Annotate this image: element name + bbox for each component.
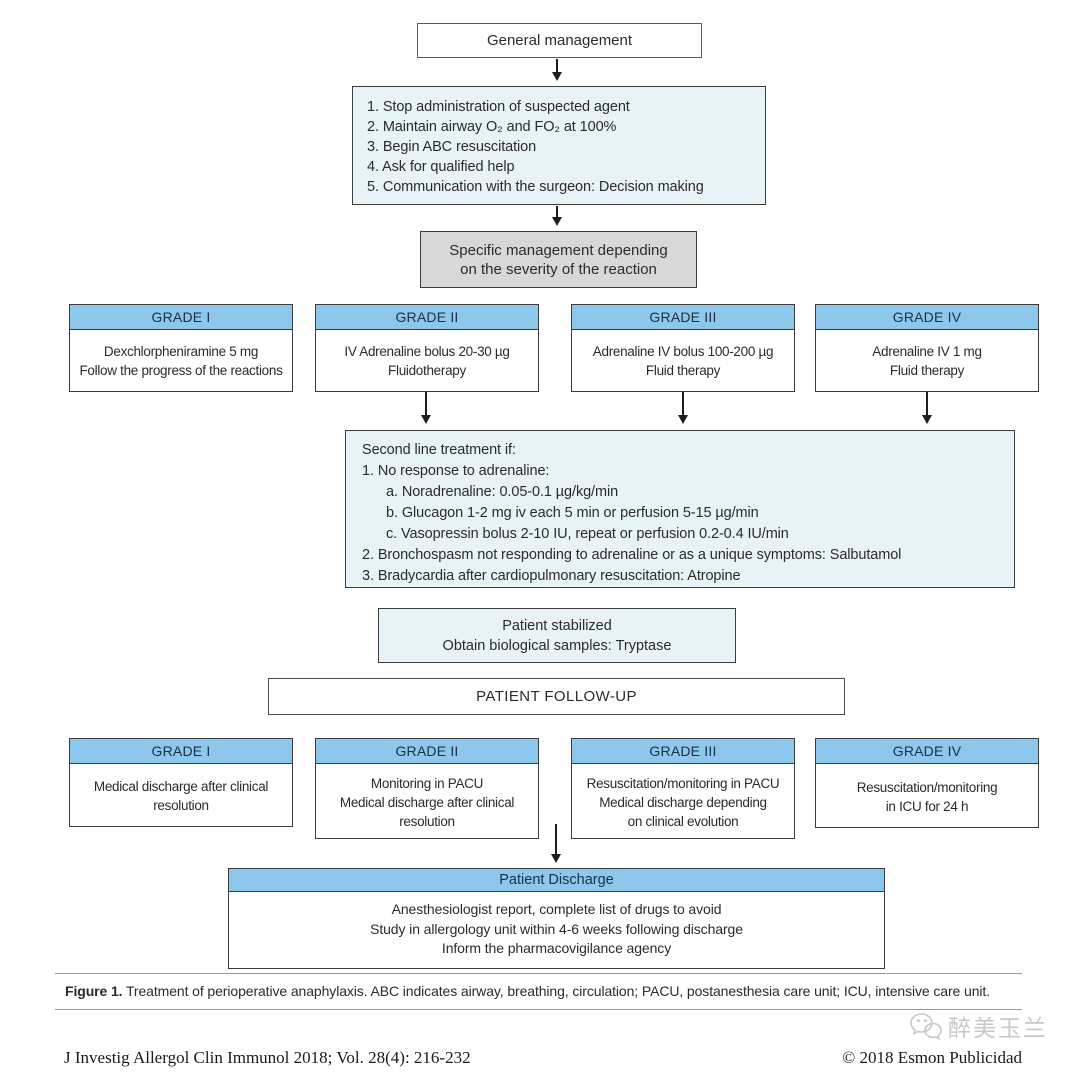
second-line-treatment-box: Second line treatment if: 1. No response… [345,430,1015,588]
grade-1-header: GRADE I [70,739,292,764]
grade-4-body: Adrenaline IV 1 mg Fluid therapy [872,343,982,378]
arrow-down-2 [556,206,558,222]
arrow-down-grade3 [682,392,684,420]
specific-management-line: Specific management depending [449,241,668,259]
specific-management-line: on the severity of the reaction [460,260,657,278]
watermark-text: 醉美玉兰 [948,1015,1048,1041]
arrow-down-discharge [555,824,557,859]
grade-4-header: GRADE IV [816,305,1038,330]
second-line-item: 2. Bronchospasm not responding to adrena… [362,547,902,563]
treatment-grade-1-box: GRADE I Dexchlorpheniramine 5 mg Follow … [69,304,293,392]
caption-rule-bottom [55,1009,1022,1010]
second-line-item: 1. No response to adrenaline: [362,463,550,479]
step-line: 1. Stop administration of suspected agen… [367,99,630,115]
patient-follow-up-box: PATIENT FOLLOW-UP [268,678,845,715]
followup-grade-2-box: GRADE II Monitoring in PACU Medical disc… [315,738,539,839]
followup-grade-1-box: GRADE I Medical discharge after clinical… [69,738,293,827]
grade-3-header: GRADE III [572,739,794,764]
initial-steps-box: 1. Stop administration of suspected agen… [352,86,766,205]
copyright-notice: © 2018 Esmon Publicidad [842,1048,1022,1067]
step-line: 5. Communication with the surgeon: Decis… [367,179,704,195]
grade-4-header: GRADE IV [816,739,1038,764]
grade-4-body: Resuscitation/monitoring in ICU for 24 h [856,779,998,814]
grade-3-body: Resuscitation/monitoring in PACU Medical… [586,775,780,829]
caption-rule-top [55,973,1022,974]
arrow-down-1 [556,59,558,77]
grade-2-body: IV Adrenaline bolus 20-30 µg Fluidothera… [344,343,510,378]
figure-caption-text: Treatment of perioperative anaphylaxis. … [126,983,990,999]
wechat-logo-icon [908,1011,944,1041]
figure-caption: Figure 1. Treatment of perioperative ana… [65,981,1022,1001]
arrow-down-grade4 [926,392,928,420]
grade-2-header: GRADE II [316,739,538,764]
grade-1-header: GRADE I [70,305,292,330]
patient-discharge-box: Patient Discharge Anesthesiologist repor… [228,868,885,969]
second-line-item: 3. Bradycardia after cardiopulmonary res… [362,568,741,584]
patient-stabilized-box: Patient stabilized Obtain biological sam… [378,608,736,663]
arrow-down-grade2 [425,392,427,420]
general-management-box: General management [417,23,702,58]
journal-citation: J Investig Allergol Clin Immunol 2018; V… [64,1048,471,1067]
patient-discharge-header: Patient Discharge [229,869,884,892]
second-line-title: Second line treatment if: [362,442,516,458]
grade-2-body: Monitoring in PACU Medical discharge aft… [339,775,515,829]
treatment-grade-3-box: GRADE III Adrenaline IV bolus 100-200 µg… [571,304,795,392]
treatment-grade-4-box: GRADE IV Adrenaline IV 1 mg Fluid therap… [815,304,1039,392]
patient-follow-up-label: PATIENT FOLLOW-UP [476,688,637,705]
grade-1-body: Dexchlorpheniramine 5 mg Follow the prog… [79,343,283,378]
second-line-subitem: c. Vasopressin bolus 2-10 IU, repeat or … [386,526,789,542]
second-line-subitem: a. Noradrenaline: 0.05-0.1 µg/kg/min [386,484,619,500]
step-line: 3. Begin ABC resuscitation [367,139,537,155]
general-management-label: General management [486,32,633,49]
second-line-subitem: b. Glucagon 1-2 mg iv each 5 min or perf… [386,505,759,521]
step-line: 4. Ask for qualified help [367,159,515,175]
patient-discharge-body: Anesthesiologist report, complete list o… [370,901,743,956]
grade-3-header: GRADE III [572,305,794,330]
watermark: 醉美玉兰 [908,1009,1048,1043]
step-line: 2. Maintain airway O₂ and FO₂ at 100% [367,119,617,135]
grade-1-body: Medical discharge after clinical resolut… [93,779,269,813]
grade-3-body: Adrenaline IV bolus 100-200 µg Fluid the… [592,343,774,378]
followup-grade-4-box: GRADE IV Resuscitation/monitoring in ICU… [815,738,1039,828]
followup-grade-3-box: GRADE III Resuscitation/monitoring in PA… [571,738,795,839]
grade-2-header: GRADE II [316,305,538,330]
treatment-grade-2-box: GRADE II IV Adrenaline bolus 20-30 µg Fl… [315,304,539,392]
figure-caption-label: Figure 1. [65,983,123,999]
specific-management-box: Specific management depending on the sev… [420,231,697,288]
